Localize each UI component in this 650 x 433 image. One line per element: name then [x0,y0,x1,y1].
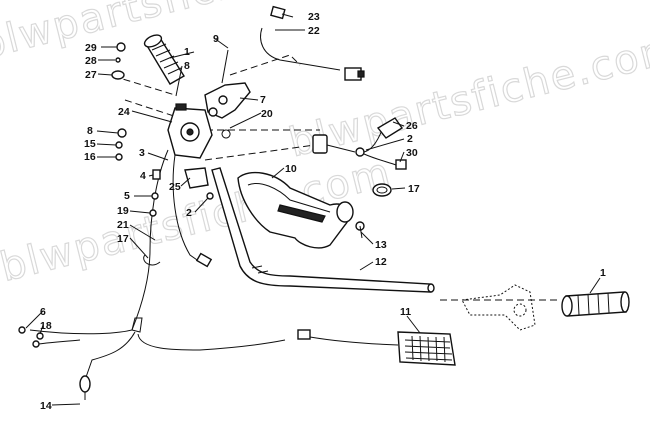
callout-15: 15 [84,138,96,150]
callout-2-upper: 2 [407,133,413,145]
callout-26: 26 [406,120,418,132]
handlebar [211,167,435,293]
cable-routing [29,149,286,400]
callout-21: 21 [117,219,129,231]
callout-8-left: 8 [87,125,93,137]
handlebar-pad [237,171,354,249]
callout-29: 29 [85,42,97,54]
callout-24: 24 [118,106,130,118]
callout-6: 6 [40,306,46,318]
callout-11: 11 [400,306,411,318]
callout-9: 9 [213,33,219,45]
assembly-lines [112,54,560,301]
callout-labels: 1 8 9 29 28 27 24 7 20 8 15 16 3 4 5 25 … [40,11,606,412]
small-hardware [18,42,218,340]
left-grip [143,34,185,85]
callout-17-left: 17 [117,233,129,245]
callout-2-lower: 2 [186,207,192,219]
callout-25: 25 [169,181,181,193]
callout-22: 22 [308,25,320,37]
brake-lever-ghost [461,284,536,331]
callout-16: 16 [84,151,96,163]
callout-14: 14 [40,400,52,412]
callout-20: 20 [261,108,273,120]
callout-19: 19 [117,205,129,217]
callout-27: 27 [85,69,97,81]
callout-3: 3 [139,147,145,159]
callout-7: 7 [260,94,266,106]
callout-23: 23 [308,11,320,23]
callout-28: 28 [85,55,97,67]
right-grip [561,291,630,317]
callout-18: 18 [40,320,52,332]
callout-4: 4 [140,170,146,182]
callout-30: 30 [406,147,418,159]
callout-5: 5 [124,190,130,202]
callout-1-left-grip: 1 [184,46,190,58]
switch-cluster [167,103,213,159]
leader-lines [25,13,601,406]
callout-1-right-grip: 1 [600,267,606,279]
callout-13: 13 [375,239,387,251]
callout-12: 12 [375,256,387,268]
harness-upper [260,5,365,81]
control-housing [204,49,251,139]
bolt-13 [355,221,365,239]
callout-17-right: 17 [408,183,420,195]
callout-10: 10 [285,163,297,175]
watermark-text-right: blwpartsfiche.com [285,25,650,167]
callout-8-upper: 8 [184,60,190,72]
warmer-pad [297,329,456,366]
